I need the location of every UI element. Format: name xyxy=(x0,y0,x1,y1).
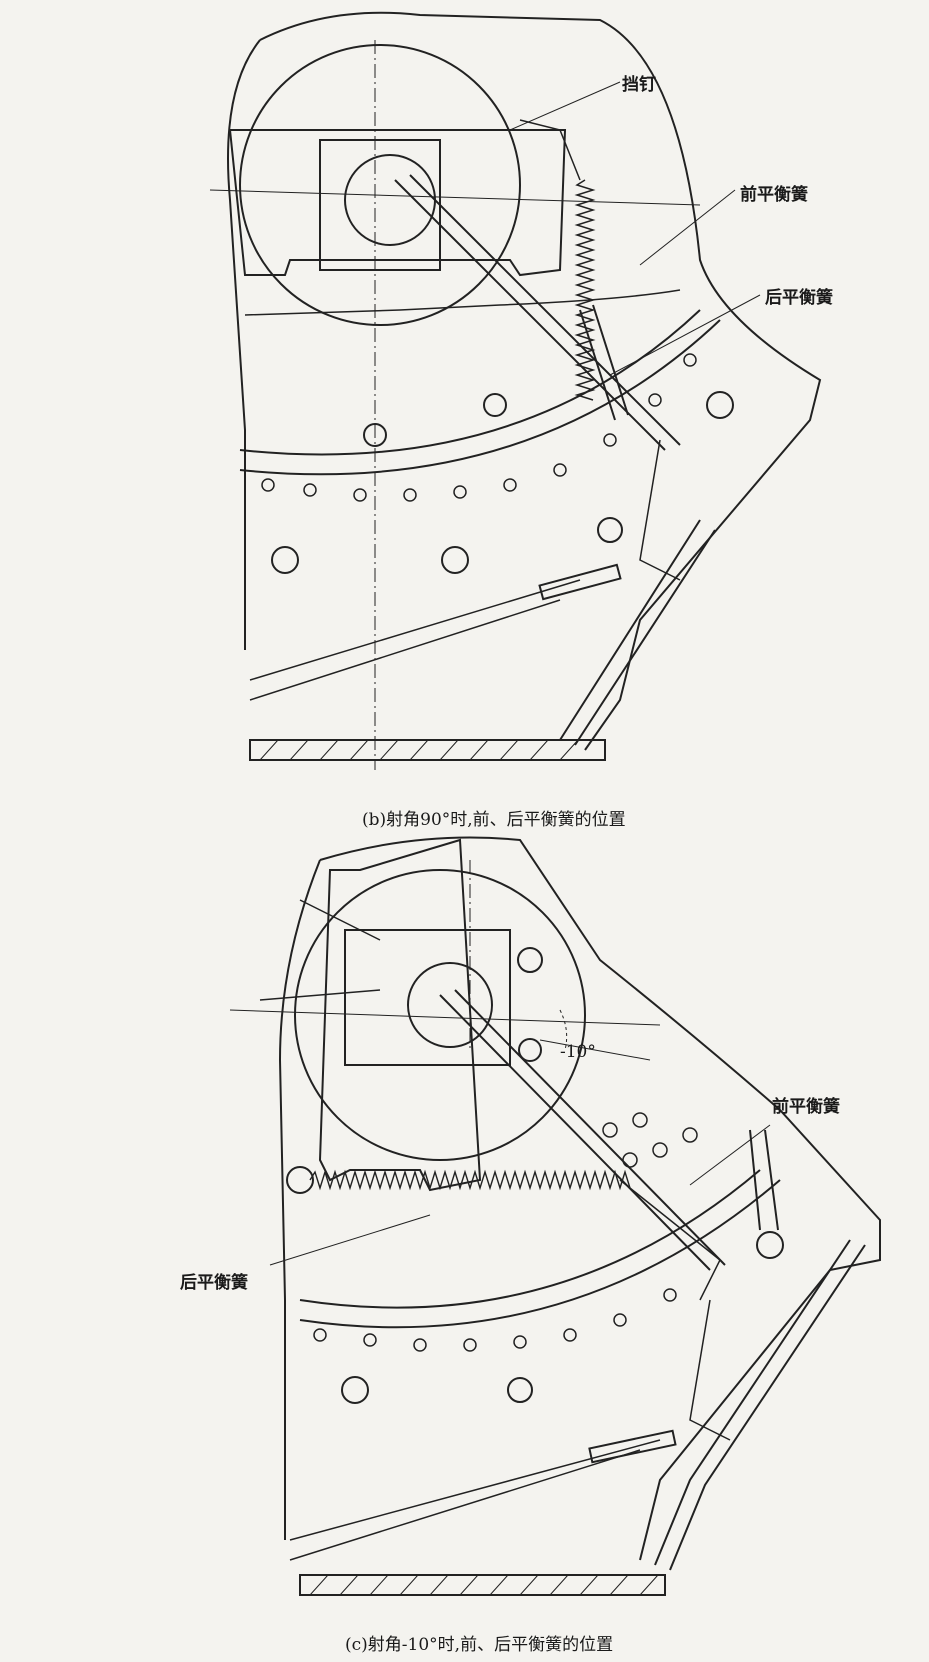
rear-spring-c xyxy=(309,1169,631,1191)
diagram-b xyxy=(209,11,822,770)
trunnion-disk-c xyxy=(294,869,586,1161)
label-front-spring-b: 前平衡簧 xyxy=(740,185,808,205)
front-spring-b xyxy=(574,179,596,401)
trunnion-disk-b xyxy=(239,44,521,326)
elevating-sector-c xyxy=(299,1169,781,1329)
caption-b: (b)射角90°时,前、后平衡簧的位置 xyxy=(362,810,626,830)
outline-b xyxy=(227,11,822,751)
elevating-sector-b xyxy=(239,309,721,476)
caption-c: (c)射角-10°时,前、后平衡簧的位置 xyxy=(345,1635,614,1655)
label-stop-pin-b: 挡钉 xyxy=(622,75,656,95)
label-rear-spring-b: 后平衡簧 xyxy=(765,288,833,308)
outline-c xyxy=(278,836,881,1561)
base-plate-c xyxy=(299,1574,666,1596)
label-front-spring-c: 前平衡簧 xyxy=(772,1097,840,1117)
label-angle-c: -10° xyxy=(560,1042,596,1062)
label-rear-spring-c: 后平衡簧 xyxy=(180,1273,248,1293)
mount-block-c xyxy=(344,929,511,1066)
rear-spring-b xyxy=(579,304,629,421)
bracket-plate-b xyxy=(228,129,567,277)
front-spring-c xyxy=(749,1129,779,1231)
